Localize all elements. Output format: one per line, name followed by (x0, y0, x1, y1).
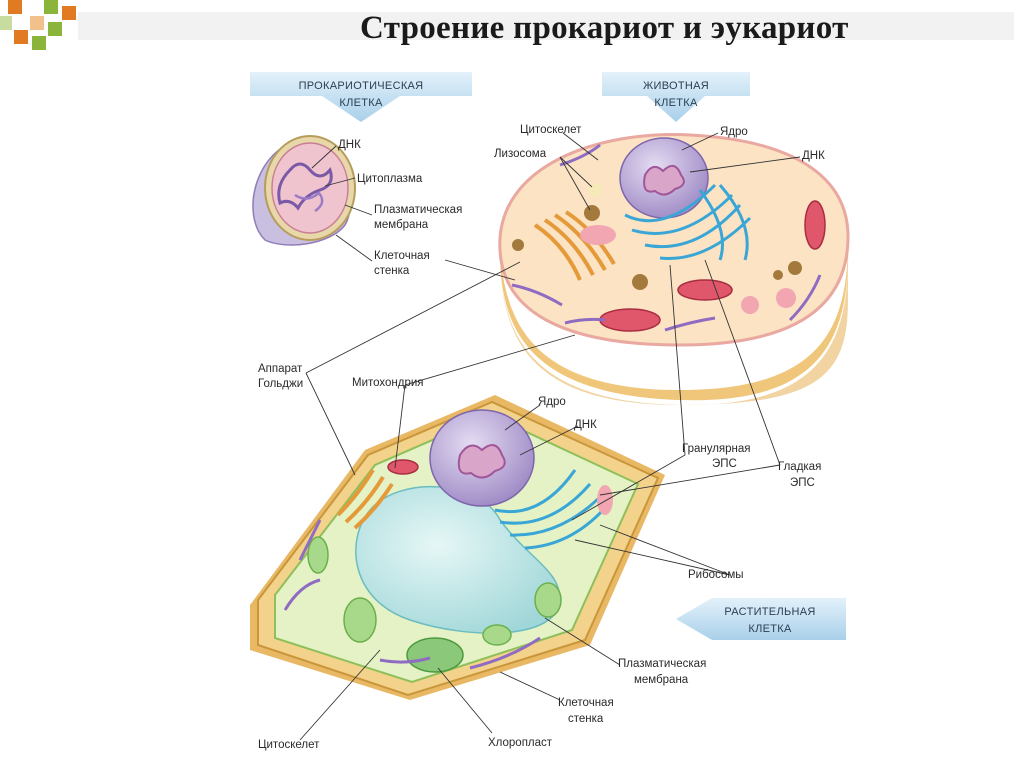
label-cytoskeleton-animal: Цитоскелет (520, 124, 582, 136)
label-cell-wall-prokaryote-2: стенка (374, 265, 410, 277)
labels: ДНК Цитоплазма Плазматическая мембрана К… (258, 124, 825, 751)
leader-lines (299, 132, 801, 741)
deco-square (32, 36, 46, 50)
animal-cell (498, 133, 850, 406)
label-smooth-er-1: Гладкая (778, 461, 821, 473)
label-plasma-membrane-plant-1: Плазматическая (618, 658, 706, 670)
deco-square (44, 0, 58, 14)
title-bar (78, 12, 1014, 40)
banner-animal: ЖИВОТНАЯ КЛЕТКА (602, 72, 750, 122)
label-cell-wall-plant-1: Клеточная (558, 697, 614, 709)
label-nucleus-animal: Ядро (720, 126, 748, 138)
deco-square (14, 30, 28, 44)
banner-prokaryote: ПРОКАРИОТИЧЕСКАЯ КЛЕТКА (250, 72, 472, 122)
label-cytoskeleton-plant: Цитоскелет (258, 739, 320, 751)
prokaryotic-cell (252, 135, 356, 246)
label-plasma-membrane-prokaryote-2: мембрана (374, 219, 429, 231)
label-golgi-2: Гольджи (258, 378, 303, 390)
label-dna-animal: ДНК (802, 150, 825, 162)
label-cell-wall-plant-2: стенка (568, 713, 604, 725)
label-plasma-membrane-plant-2: мембрана (634, 674, 689, 686)
label-ribosomes: Рибосомы (688, 569, 744, 581)
label-smooth-er-2: ЭПС (790, 477, 815, 489)
banner-plant-line1: РАСТИТЕЛЬНАЯ (724, 606, 815, 618)
label-chloroplast: Хлоропласт (488, 737, 553, 749)
label-plasma-membrane-prokaryote-1: Плазматическая (374, 204, 462, 216)
label-dna-prokaryote: ДНК (338, 139, 361, 151)
deco-square (8, 0, 22, 14)
label-nucleus-plant: Ядро (538, 396, 566, 408)
corner-decoration (0, 0, 80, 60)
plant-cell (250, 395, 665, 700)
deco-square (30, 16, 44, 30)
label-dna-plant: ДНК (574, 419, 597, 431)
deco-square (62, 6, 76, 20)
banner-animal-line2: КЛЕТКА (654, 97, 698, 109)
banner-prokaryote-line2: КЛЕТКА (339, 97, 383, 109)
label-rough-er-1: Гранулярная (682, 443, 751, 455)
banner-prokaryote-line1: ПРОКАРИОТИЧЕСКАЯ (299, 80, 424, 92)
label-cell-wall-prokaryote-1: Клеточная (374, 250, 430, 262)
page-title: Строение прокариот и эукариот (360, 10, 849, 46)
label-cytoplasm: Цитоплазма (357, 173, 423, 185)
banner-plant-line2: КЛЕТКА (748, 623, 792, 635)
deco-square (0, 16, 12, 30)
label-lysosome: Лизосома (494, 148, 547, 160)
banner-animal-line1: ЖИВОТНАЯ (643, 80, 709, 92)
label-rough-er-2: ЭПС (712, 458, 737, 470)
deco-square (48, 22, 62, 36)
label-mitochondrion: Митохондрия (352, 377, 424, 389)
label-golgi-1: Аппарат (258, 363, 303, 375)
banner-plant: РАСТИТЕЛЬНАЯ КЛЕТКА (676, 598, 846, 640)
